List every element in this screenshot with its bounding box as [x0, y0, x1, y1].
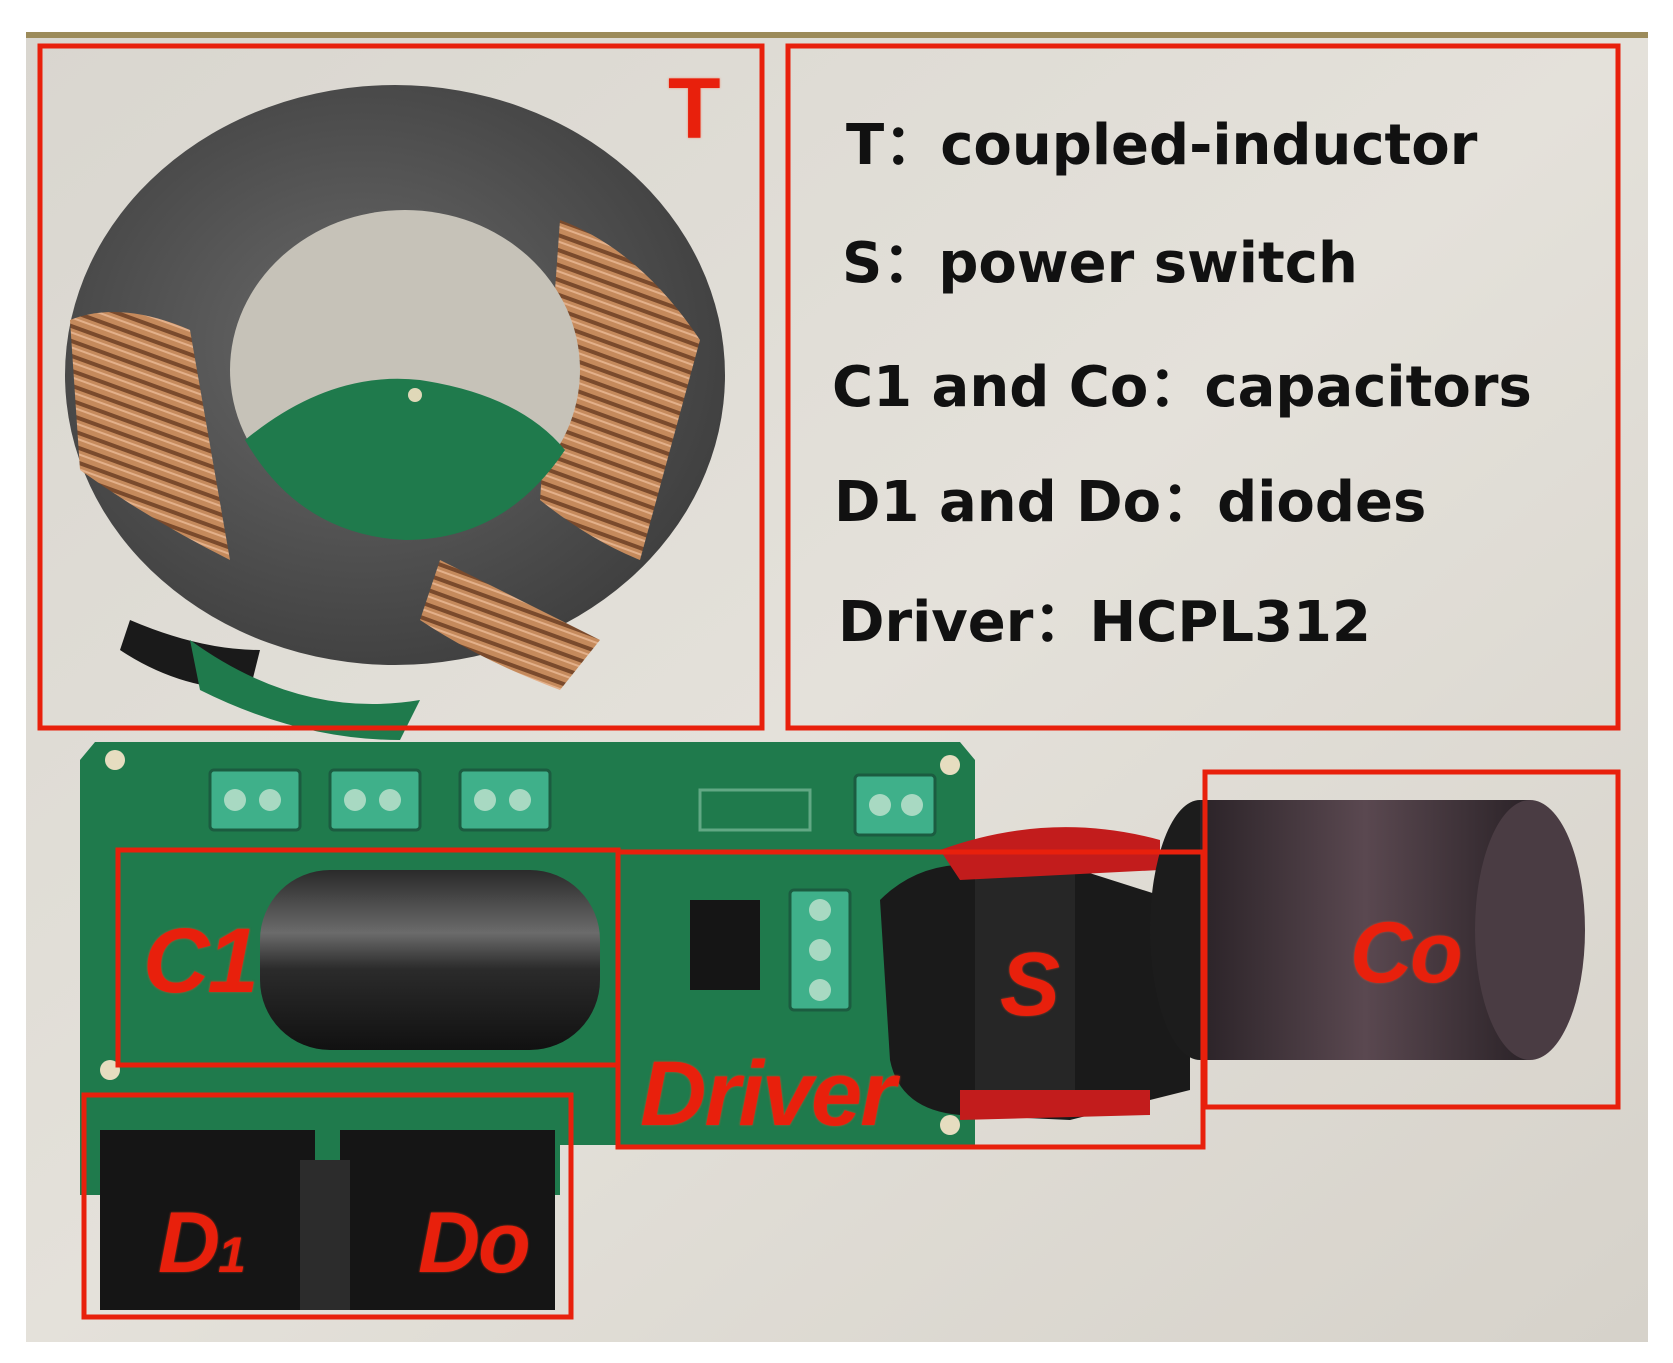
- legend-line-s: S：power switch: [842, 231, 1358, 296]
- power-switch: [880, 827, 1190, 1120]
- box-legend: [785, 43, 1621, 731]
- legend-line-driver: Driver：HCPL312: [838, 590, 1371, 655]
- label-c1: C1: [143, 910, 259, 1012]
- label-s: S: [1000, 935, 1060, 1035]
- label-d1: D1: [158, 1200, 246, 1286]
- legend-line-diodes: D1 and Do：diodes: [834, 470, 1427, 535]
- co-capacitor: [1150, 800, 1585, 1060]
- label-driver: Driver: [640, 1043, 896, 1145]
- diodes: [100, 1130, 555, 1310]
- label-co: Co: [1350, 905, 1463, 1001]
- box-co: [1202, 769, 1621, 1110]
- legend-line-capacitors: C1 and Co：capacitors: [832, 355, 1532, 420]
- box-diodes: [81, 1092, 574, 1320]
- toroid-inductor: [65, 85, 725, 740]
- box-t: [37, 43, 765, 731]
- label-t: T: [668, 61, 721, 157]
- c1-capacitor: [260, 870, 600, 1050]
- label-d1-main: D: [158, 1195, 220, 1291]
- annotation-boxes: [37, 43, 1621, 1320]
- label-do: Do: [418, 1195, 531, 1291]
- legend-line-t: T：coupled-inductor: [846, 113, 1478, 178]
- label-d1-sub: 1: [218, 1227, 246, 1283]
